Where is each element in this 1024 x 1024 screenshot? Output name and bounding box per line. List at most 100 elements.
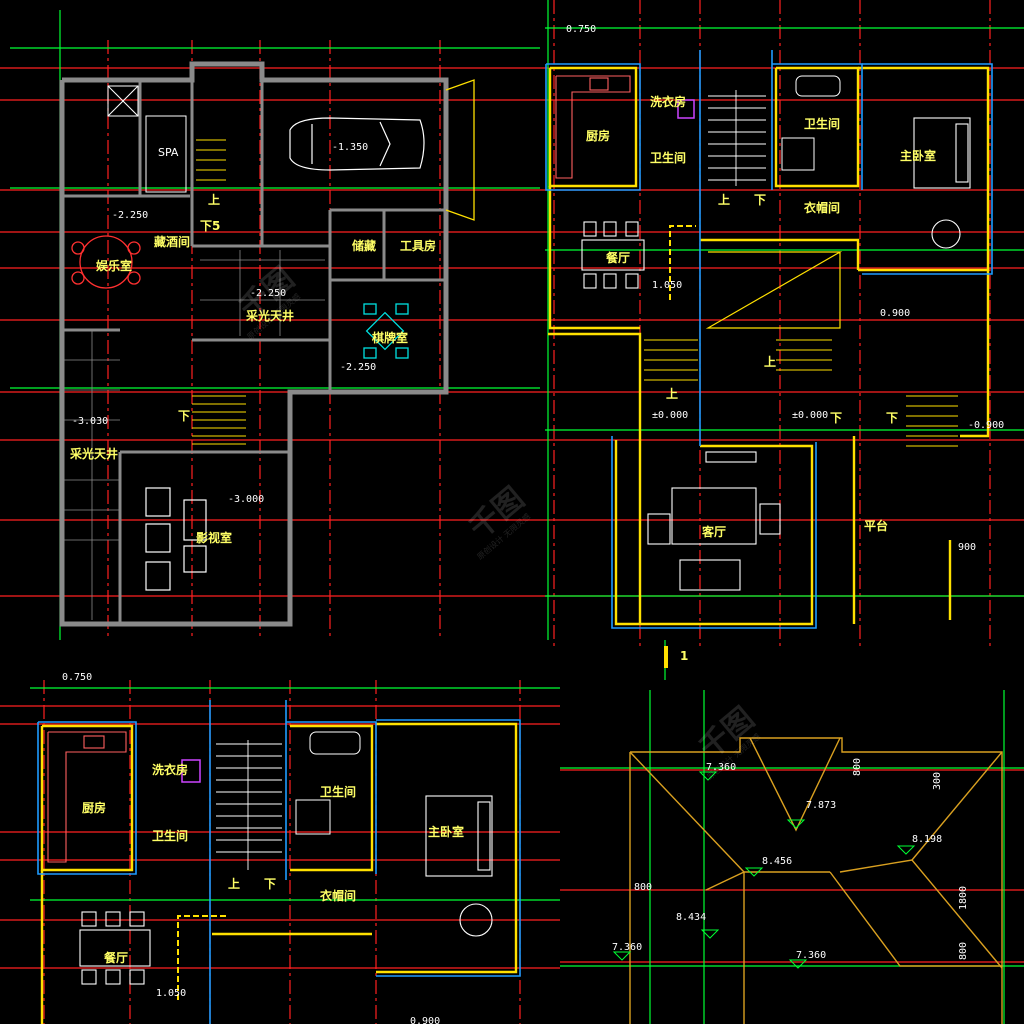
first-floor-master-bed <box>425 795 493 937</box>
level-right: -0.900 <box>968 420 1004 431</box>
room-label-tool-room: 工具房 <box>400 238 436 253</box>
first-floor-dining-table <box>79 911 151 985</box>
shower <box>781 137 815 171</box>
roof-dim-1: 800 <box>852 758 863 776</box>
roof-dim-4: 1800 <box>958 886 969 910</box>
room-label-dining: 餐厅 <box>104 950 128 965</box>
first-floor-laundry-machine <box>181 759 201 783</box>
roof-level-4: 8.456 <box>762 856 792 867</box>
ground-floor-ramp <box>705 251 843 329</box>
stair-mark-up: 上 <box>208 192 220 207</box>
level-bottom: 0.900 <box>410 1016 440 1024</box>
roof-dim-2: 300 <box>932 772 943 790</box>
dim-terrace-width: 900 <box>958 542 976 553</box>
level-left-well: -3.030 <box>72 416 108 427</box>
roof-outline <box>630 737 1003 1024</box>
stair-mark-down-3: 下 <box>886 411 898 425</box>
roof-dim-3: 800 <box>634 882 652 893</box>
level-corridor: ±0.000 <box>652 410 688 421</box>
roof-labels: 7.360 7.873 8.198 8.456 8.434 7.360 7.36… <box>612 758 969 961</box>
roof-level-2: 7.873 <box>806 800 836 811</box>
ground-floor-connector <box>669 225 696 300</box>
stair-mark-down: 下 <box>754 193 766 207</box>
living-sofa <box>647 451 781 591</box>
first-floor-connector <box>177 915 226 1000</box>
room-label-theater: 影视室 <box>196 530 232 545</box>
first-floor-plan: 洗衣房 厨房 卫生间 卫生间 主卧室 衣帽间 餐厅 0.750 1.050 0.… <box>37 672 521 1024</box>
roof-level-marks <box>612 771 916 969</box>
level-entertainment: -2.250 <box>112 210 148 221</box>
first-floor-walls-yellow <box>40 722 518 1024</box>
stair-mark-up: 上 <box>718 192 730 207</box>
room-label-bathroom-2: 卫生间 <box>804 116 840 131</box>
roof-level-3: 8.198 <box>912 834 942 845</box>
first-floor-walls-blue <box>37 700 521 1024</box>
level-dining: 1.050 <box>156 988 186 999</box>
room-label-bathroom-2: 卫生间 <box>320 784 356 799</box>
ground-floor-walls-yellow <box>548 66 990 626</box>
section-mark-bar <box>664 646 668 668</box>
room-label-master-bedroom: 主卧室 <box>900 148 936 163</box>
ground-floor-lower-stairs <box>644 339 958 447</box>
level-hall: ±0.000 <box>792 410 828 421</box>
stair-mark-down: 下 <box>178 409 190 423</box>
master-bed <box>913 117 971 249</box>
level-theater: -3.000 <box>228 494 264 505</box>
roof-level-7: 7.360 <box>796 950 826 961</box>
ground-floor-walls-blue <box>545 50 993 629</box>
stair-mark-s5: 下5 <box>200 219 220 233</box>
stair-mark-down-2: 下 <box>830 411 842 425</box>
spa-tub <box>145 115 187 193</box>
roof-dim-5: 800 <box>958 942 969 960</box>
basement-outer-wall <box>59 61 449 627</box>
bath-tub <box>795 75 841 97</box>
room-label-laundry: 洗衣房 <box>650 94 686 109</box>
chess-table <box>363 303 409 359</box>
roof-plan <box>629 737 1003 1024</box>
first-floor-stairs <box>216 740 282 870</box>
roof-level-5: 8.434 <box>676 912 706 923</box>
room-label-entertainment: 娱乐室 <box>96 258 132 273</box>
room-label-skylight-well-2: 采光天井 <box>69 446 118 461</box>
section-mark: 1 <box>680 649 688 663</box>
room-label-bathroom: 卫生间 <box>152 828 188 843</box>
first-floor-bath-tub <box>309 731 361 755</box>
room-label-bathroom: 卫生间 <box>650 150 686 165</box>
level-side: 0.900 <box>880 308 910 319</box>
roof-level-6: 7.360 <box>612 942 642 953</box>
garage-car <box>289 117 425 171</box>
room-label-chess-room: 棋牌室 <box>372 330 408 345</box>
room-label-kitchen: 厨房 <box>586 128 610 143</box>
room-label-storage: 储藏 <box>352 238 376 253</box>
room-label-terrace: 平台 <box>864 518 888 533</box>
level-chess: -2.250 <box>340 362 376 373</box>
first-floor-kitchen-counter <box>47 731 127 863</box>
stair-mark-up-2: 上 <box>764 354 776 369</box>
room-label-spa: SPA <box>158 146 179 159</box>
room-label-skylight-well: 采光天井 <box>245 308 294 323</box>
basement-inner-walls <box>62 80 446 624</box>
room-label-living: 客厅 <box>701 524 726 539</box>
stair-mark-down: 下 <box>264 877 276 891</box>
room-label-master-bedroom: 主卧室 <box>428 824 464 839</box>
room-label-closet: 衣帽间 <box>320 888 356 903</box>
first-floor-shower <box>295 799 331 835</box>
theater-seats <box>145 487 207 591</box>
stair-mark-up-3: 上 <box>666 386 678 401</box>
room-label-wine-cellar: 藏酒间 <box>154 234 190 249</box>
entertainment-table <box>71 235 141 289</box>
basement-stairs <box>192 139 246 445</box>
roof-level-1: 7.360 <box>706 762 736 773</box>
stair-mark-up: 上 <box>228 876 240 891</box>
elevator-shaft <box>107 85 139 117</box>
dining-table <box>581 221 645 289</box>
room-label-closet: 衣帽间 <box>804 200 840 215</box>
level-garage: -1.350 <box>332 142 368 153</box>
ground-floor-plan: 洗衣房 厨房 卫生间 卫生间 主卧室 衣帽间 餐厅 客厅 平台 0.750 1.… <box>545 24 1004 668</box>
laundry-machine <box>677 99 695 119</box>
skylight-grid <box>64 250 325 620</box>
level-top: 0.750 <box>566 24 596 35</box>
room-label-laundry: 洗衣房 <box>152 762 188 777</box>
